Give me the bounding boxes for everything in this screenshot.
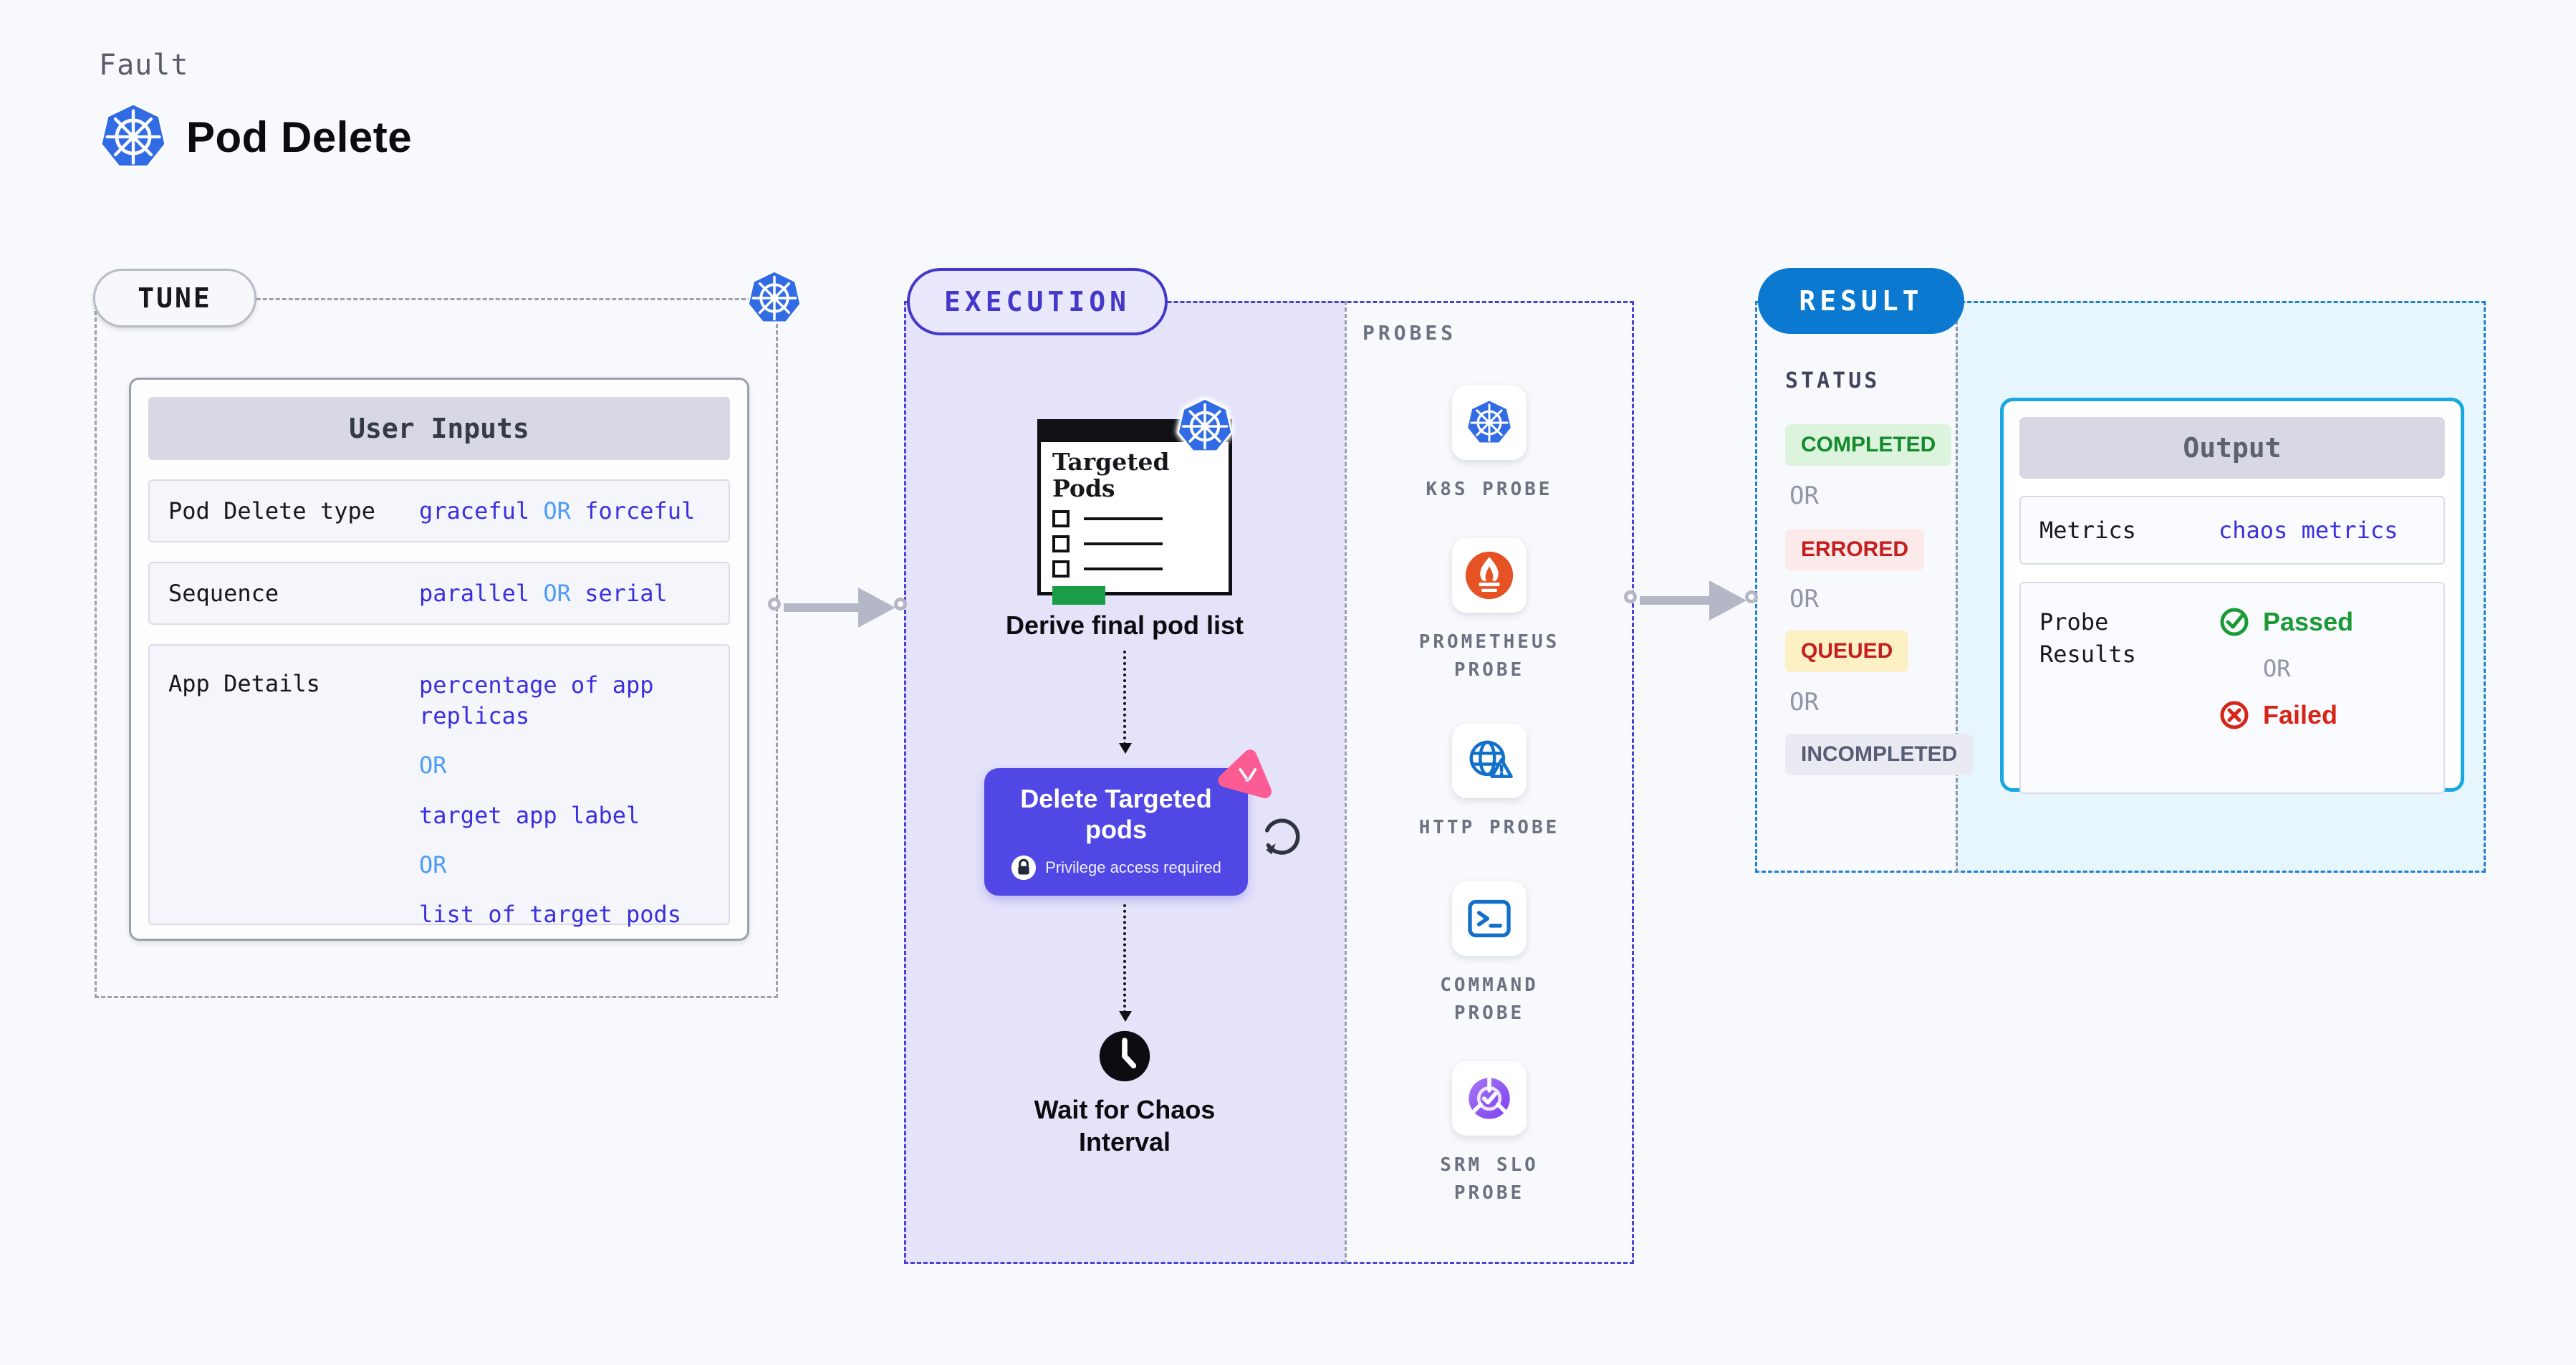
probe-item-http: HTTP PROBE xyxy=(1360,724,1618,842)
probes-divider xyxy=(1345,301,1347,1264)
probe-label: K8S PROBE xyxy=(1426,479,1553,500)
input-label: Pod Delete type xyxy=(168,497,375,525)
fault-kind-label: Fault xyxy=(99,49,189,82)
input-row-app-details: App Details percentage of app replicas O… xyxy=(148,644,730,928)
page-title-row: Pod Delete xyxy=(99,102,412,172)
srm-slo-icon xyxy=(1463,1072,1516,1125)
probe-item-srm-slo: SRM SLO PROBE xyxy=(1360,1061,1618,1207)
execution-section-box xyxy=(904,301,1634,1264)
delete-targeted-pods-step: Delete Targeted pods Privilege access re… xyxy=(984,768,1248,896)
checklist-item xyxy=(1052,509,1217,527)
status-badge-completed: COMPLETED xyxy=(1785,424,1952,466)
retry-loop-icon xyxy=(1258,815,1304,861)
arrow-execution-to-result xyxy=(1624,580,1758,621)
tune-section-tab: TUNE xyxy=(93,269,256,327)
clock-icon xyxy=(1097,1029,1152,1083)
flow-arrow-down xyxy=(1119,904,1132,1022)
input-label: Sequence xyxy=(168,580,279,607)
status-badge-incompleted: INCOMPLETED xyxy=(1785,734,1974,775)
output-value: chaos metrics xyxy=(2219,517,2398,544)
or-separator: OR xyxy=(2263,655,2291,682)
probe-result-passed: Passed xyxy=(2263,607,2354,636)
result-section-tab: RESULT xyxy=(1758,268,1964,334)
wait-chaos-interval-label: Wait for Chaos Interval xyxy=(1034,1095,1216,1156)
cross-circle-icon xyxy=(2219,699,2250,731)
arrow-tune-to-execution xyxy=(768,588,907,628)
probe-label: PROMETHEUS PROBE xyxy=(1418,631,1560,681)
or-separator: OR xyxy=(1789,585,1819,613)
kubernetes-icon xyxy=(1176,397,1234,456)
output-card: Output Metrics chaos metrics Probe Resul… xyxy=(2000,398,2464,794)
checklist-item xyxy=(1052,560,1217,578)
result-section-box xyxy=(1755,301,2486,873)
result-divider xyxy=(1956,301,1958,873)
probe-item-command: COMMAND PROBE xyxy=(1360,881,1618,1028)
checkmark-circle-icon xyxy=(2219,606,2250,638)
probe-label: HTTP PROBE xyxy=(1418,817,1560,838)
terminal-icon xyxy=(1464,893,1515,944)
probes-header: PROBES xyxy=(1363,321,1457,345)
derive-pod-list-label: Derive final pod list xyxy=(1005,610,1244,640)
targeted-pods-title: Targeted Pods xyxy=(1052,448,1170,502)
user-inputs-title: User Inputs xyxy=(148,397,730,460)
input-value: graceful OR forceful xyxy=(419,497,696,525)
page-title: Pod Delete xyxy=(186,112,413,161)
input-value: parallel OR serial xyxy=(419,580,668,607)
or-separator: OR xyxy=(1789,688,1819,717)
status-badge-queued: QUEUED xyxy=(1785,631,1909,672)
flow-arrow-down xyxy=(1119,651,1132,754)
chaos-icon xyxy=(1216,747,1277,807)
execution-section-tab: EXECUTION xyxy=(907,268,1168,335)
privilege-note-row: Privilege access required xyxy=(1011,855,1221,881)
kubernetes-icon xyxy=(99,102,168,172)
probe-result-failed: Failed xyxy=(2263,700,2338,729)
kubernetes-icon xyxy=(1466,399,1513,446)
output-title: Output xyxy=(2019,417,2445,479)
privilege-note: Privilege access required xyxy=(1045,858,1221,877)
status-header: STATUS xyxy=(1785,368,1880,393)
http-globe-warning-icon xyxy=(1464,735,1515,787)
tune-section-box xyxy=(95,298,778,998)
probe-item-k8s: K8S PROBE xyxy=(1360,385,1618,504)
kubernetes-icon xyxy=(746,269,802,327)
input-row-sequence: Sequence parallel OR serial xyxy=(148,562,730,625)
output-label: Probe Results xyxy=(2039,608,2136,668)
input-label: App Details xyxy=(168,670,320,697)
probe-results-values: Passed OR Failed xyxy=(2219,606,2353,792)
output-label: Metrics xyxy=(2039,516,2136,544)
step-title: Delete Targeted pods xyxy=(1020,783,1212,844)
lock-icon xyxy=(1011,855,1037,881)
prometheus-icon xyxy=(1464,550,1515,601)
output-row-metrics: Metrics chaos metrics xyxy=(2019,496,2445,565)
output-row-probe-results: Probe Results Passed OR Failed xyxy=(2019,582,2445,794)
status-badge-errored: ERRORED xyxy=(1785,529,1925,570)
or-separator: OR xyxy=(1789,482,1819,510)
user-inputs-card: User Inputs Pod Delete type graceful OR … xyxy=(129,378,749,941)
input-row-pod-delete-type: Pod Delete type graceful OR forceful xyxy=(148,479,730,542)
probe-label: COMMAND PROBE xyxy=(1440,974,1539,1024)
progress-bar xyxy=(1052,585,1105,605)
input-value: percentage of app replicas OR target app… xyxy=(419,671,682,928)
probe-item-prometheus: PROMETHEUS PROBE xyxy=(1360,538,1618,684)
checklist-item xyxy=(1052,535,1217,552)
probe-label: SRM SLO PROBE xyxy=(1440,1154,1539,1204)
